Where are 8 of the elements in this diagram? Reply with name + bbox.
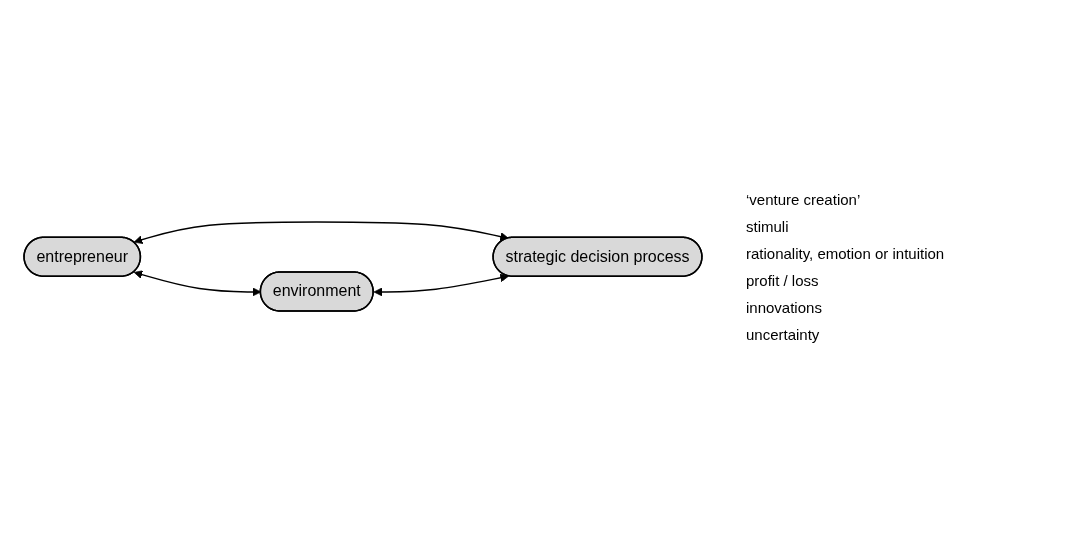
note-text: stimuli [746,217,790,235]
note-text: profit / loss [746,271,820,289]
arrow [373,273,509,297]
note-text: uncertainty [746,325,821,343]
arrow [133,221,509,244]
note-text: innovations [746,298,823,316]
note-text: ‘venture creation’ [746,190,862,208]
note-text: rationality, emotion or intuition [746,244,946,262]
